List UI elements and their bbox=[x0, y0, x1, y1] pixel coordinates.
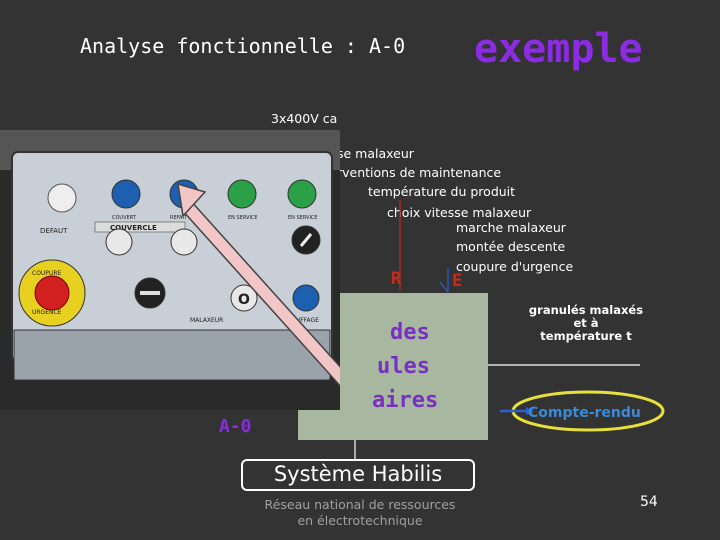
tag-chauffage: CHAUFFAGE bbox=[283, 317, 319, 324]
system-box bbox=[241, 459, 475, 491]
output-main-line-3: température t bbox=[540, 329, 632, 343]
tag-defaut: DEFAUT bbox=[40, 227, 68, 235]
control-label-3: température du produit bbox=[368, 184, 516, 199]
tag-urgence: URGENCE bbox=[32, 309, 62, 316]
tag-malaxeur: MALAXEUR bbox=[190, 317, 223, 324]
tag-coupure: COUPURE bbox=[32, 270, 61, 277]
function-line-2: ules bbox=[377, 354, 430, 379]
control-e-label: E bbox=[452, 271, 463, 291]
tag-en-service-2: EN SERVICE bbox=[288, 215, 318, 221]
switch-1 bbox=[105, 228, 133, 256]
tag-couvert: COUVERT bbox=[112, 215, 137, 221]
switch-2 bbox=[170, 228, 198, 256]
slide-title: Analyse fonctionnelle : A-0 bbox=[80, 34, 406, 58]
control-arrow-e-head bbox=[439, 281, 449, 293]
function-line-3: aires bbox=[372, 388, 439, 413]
control-r-label: R bbox=[391, 269, 402, 289]
node-label: A-0 bbox=[219, 416, 252, 437]
footer-line-1: Réseau national de ressources bbox=[264, 497, 456, 512]
control-label-2: rventions de maintenance bbox=[337, 165, 502, 180]
lamp-white bbox=[47, 183, 77, 213]
report-arrow-head bbox=[526, 407, 534, 415]
output-report-label: Compte-rendu bbox=[528, 405, 641, 421]
tag-refait: REFAIT bbox=[170, 215, 188, 221]
lamp-blue-1 bbox=[111, 179, 141, 209]
control-label-5: marche malaxeur bbox=[456, 220, 566, 235]
tag-en-service-1: EN SERVICE bbox=[228, 215, 258, 221]
footer: Réseau national de ressources en électro… bbox=[245, 497, 475, 529]
lamp-green-1 bbox=[227, 179, 257, 209]
output-main-line-2: et à bbox=[573, 316, 599, 330]
pointer-arrow-head bbox=[177, 182, 207, 218]
control-label-4: choix vitesse malaxeur bbox=[387, 205, 532, 220]
emergency-stop-button bbox=[34, 275, 70, 311]
malaxeur-off bbox=[230, 284, 258, 312]
footer-line-2: en électrotechnique bbox=[297, 513, 423, 528]
page-number: 54 bbox=[640, 494, 658, 510]
tag-couvercle: COUVERCLE bbox=[110, 224, 157, 232]
control-label-6: montée descente bbox=[456, 239, 566, 254]
output-main-label: granulés malaxés et à température t bbox=[516, 304, 656, 343]
energy-input-label: 3x400V ca bbox=[271, 111, 338, 126]
control-label-7: coupure d'urgence bbox=[456, 259, 574, 274]
system-name: Système Habilis bbox=[273, 462, 443, 486]
control-label-1: se malaxeur bbox=[337, 146, 414, 161]
function-line-1: des bbox=[390, 320, 430, 345]
output-main-line-1: granulés malaxés bbox=[528, 303, 644, 317]
lamp-green-2 bbox=[287, 179, 317, 209]
svg-text:O: O bbox=[238, 292, 250, 308]
example-label: exemple bbox=[474, 26, 643, 72]
report-output: Compte-rendu bbox=[500, 390, 665, 432]
control-panel-photo: DEFAUT COUVERT REFAIT EN SERVICE EN SERV… bbox=[0, 130, 340, 410]
chauffage-lamp bbox=[292, 284, 320, 312]
